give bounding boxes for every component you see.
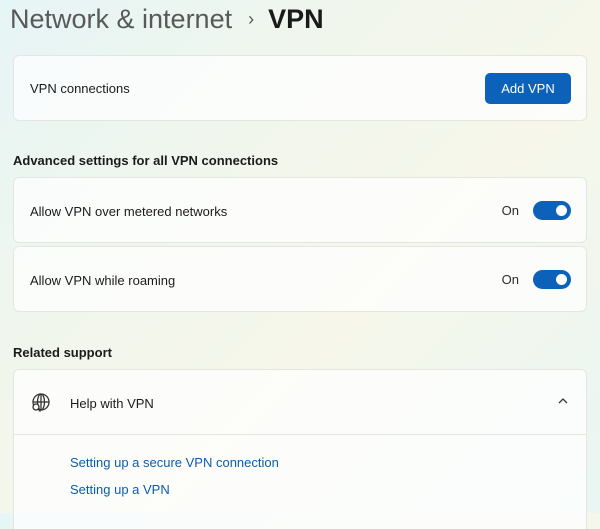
toggle-knob	[556, 205, 567, 216]
link-secure-vpn-connection[interactable]: Setting up a secure VPN connection	[70, 455, 279, 470]
toggle-state-text: On	[501, 203, 519, 218]
breadcrumb: Network & internet › VPN	[10, 4, 324, 35]
toggle-knob	[556, 274, 567, 285]
roaming-toggle-group: On	[502, 270, 571, 289]
vpn-connections-label: VPN connections	[30, 81, 130, 96]
help-with-vpn-header[interactable]: Help with VPN	[14, 370, 586, 434]
setting-label-roaming: Allow VPN while roaming	[30, 273, 176, 288]
divider	[14, 434, 586, 435]
add-vpn-button[interactable]: Add VPN	[485, 73, 571, 104]
setting-row-roaming: Allow VPN while roaming On	[13, 246, 587, 312]
vpn-connections-card: VPN connections Add VPN	[13, 55, 587, 121]
advanced-settings-heading: Advanced settings for all VPN connection…	[13, 153, 279, 168]
setting-row-metered: Allow VPN over metered networks On	[13, 177, 587, 243]
breadcrumb-network-internet[interactable]: Network & internet	[10, 4, 233, 34]
metered-networks-toggle[interactable]	[533, 201, 571, 220]
roaming-toggle[interactable]	[533, 270, 571, 289]
link-setting-up-vpn[interactable]: Setting up a VPN	[70, 482, 170, 497]
setting-label-metered: Allow VPN over metered networks	[30, 204, 228, 219]
metered-toggle-group: On	[502, 201, 571, 220]
page-title: VPN	[268, 4, 324, 34]
related-support-heading: Related support	[13, 345, 112, 360]
globe-search-icon	[30, 392, 52, 414]
toggle-state-text: On	[501, 272, 519, 287]
help-with-vpn-label: Help with VPN	[70, 396, 154, 411]
breadcrumb-separator: ›	[248, 9, 255, 29]
help-with-vpn-card: Help with VPN Setting up a secure VPN co…	[13, 369, 587, 529]
chevron-up-icon[interactable]	[556, 394, 570, 408]
